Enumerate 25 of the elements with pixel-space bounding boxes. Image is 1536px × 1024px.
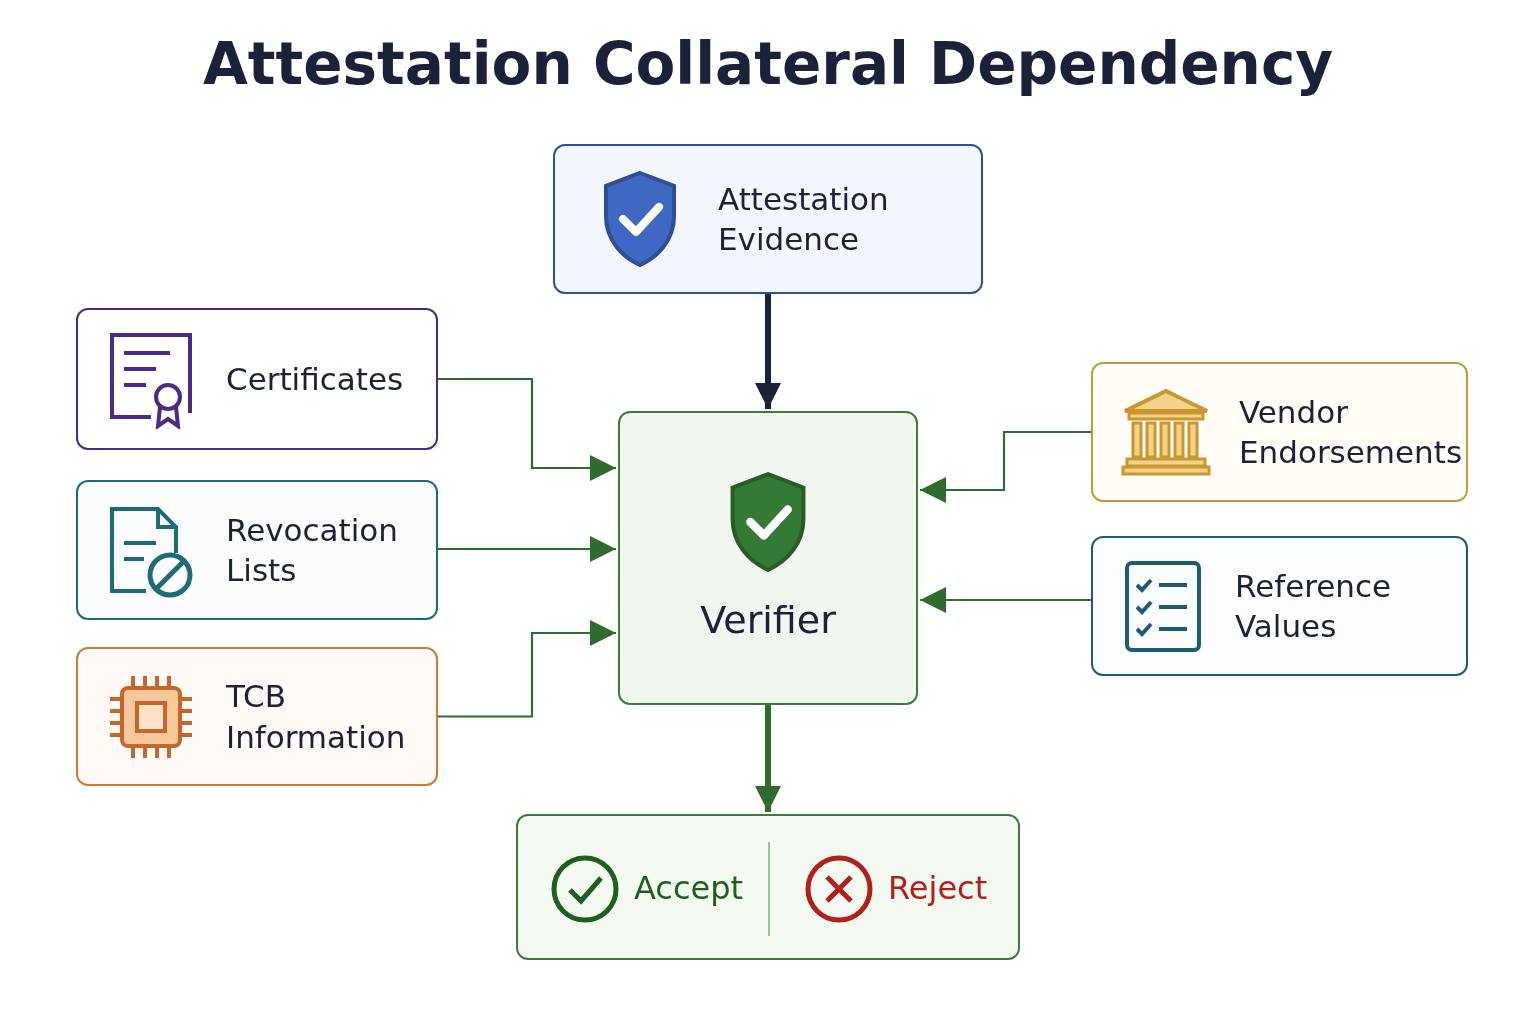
node-label: Revocation Lists [226,510,399,590]
diagram-title: Attestation Collateral Dependency [201,30,1335,98]
node-label: Accept [634,868,744,910]
result-panel [516,814,1020,960]
node-title: Verifier [700,597,836,645]
reference-values-card [1091,536,1468,676]
evidence-card [553,144,983,294]
arrow [920,430,1091,503]
node-label: Certificates [226,359,405,399]
arrow [755,705,781,812]
arrow [920,587,1091,613]
arrow [438,620,616,718]
arrow [755,294,781,409]
arrow [438,536,616,562]
arrow [438,377,616,481]
node-label: Vendor Endorsements [1239,392,1464,472]
node-label: Reject [888,868,988,910]
verifier-box [618,411,918,705]
revocation-card [76,480,438,620]
node-label: Attestation Evidence [718,179,890,259]
certificates-card [76,308,438,450]
tcb-card [76,647,438,786]
node-label: TCB Information [226,677,407,757]
endorsements-card [1091,362,1468,502]
node-label: Reference Values [1235,566,1393,646]
